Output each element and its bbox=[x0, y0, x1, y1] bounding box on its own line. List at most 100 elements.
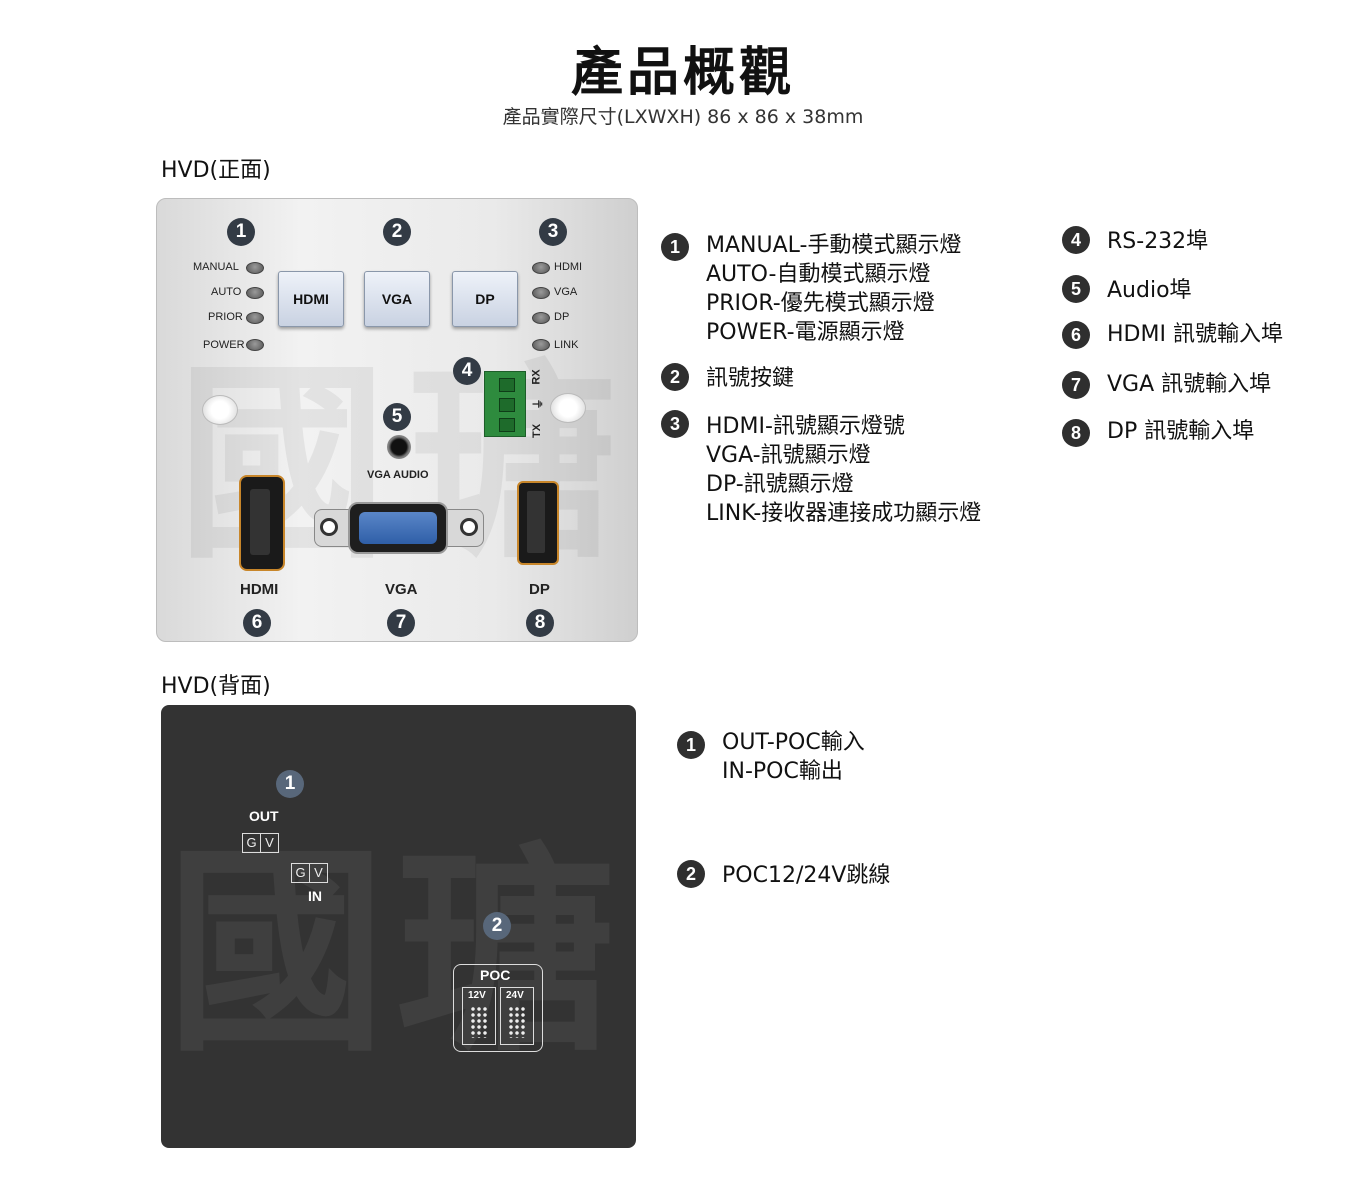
desc-5: Audio埠 bbox=[1107, 276, 1192, 305]
led-label-prior: PRIOR bbox=[208, 311, 243, 323]
desc-num-7: 7 bbox=[1062, 371, 1090, 399]
vga-select-button[interactable]: VGA bbox=[364, 271, 430, 327]
desc-3-line-1: HDMI-訊號顯示燈號 bbox=[706, 414, 905, 439]
poc-12v-label: 12V bbox=[468, 990, 486, 1001]
screw-right-icon bbox=[550, 393, 586, 423]
jumper-pins-12v-icon bbox=[470, 1006, 488, 1038]
back-desc-2: POC12/24V跳線 bbox=[722, 861, 890, 890]
desc-2: 訊號按鍵 bbox=[706, 364, 794, 393]
desc-num-5: 5 bbox=[1062, 275, 1090, 303]
back-desc-1-line-2: IN-POC輸出 bbox=[722, 759, 843, 784]
desc-7: VGA 訊號輸入埠 bbox=[1107, 370, 1271, 399]
in-g-pin: G bbox=[295, 865, 306, 880]
desc-6-line-1: HDMI 訊號輸入埠 bbox=[1107, 322, 1283, 347]
desc-num-4: 4 bbox=[1062, 226, 1090, 254]
hdmi-port-icon[interactable] bbox=[239, 475, 285, 571]
ground-icon: ⏚ bbox=[532, 398, 544, 410]
back-desc-1: OUT-POC輸入 IN-POC輸出 bbox=[722, 728, 865, 786]
desc-1-line-4: POWER-電源顯示燈 bbox=[706, 320, 905, 345]
desc-1-line-3: PRIOR-優先模式顯示燈 bbox=[706, 291, 935, 316]
badge-4: 4 bbox=[453, 357, 481, 385]
led-link bbox=[532, 339, 550, 351]
badge-8: 8 bbox=[526, 609, 554, 637]
desc-3: HDMI-訊號顯示燈號 VGA-訊號顯示燈 DP-訊號顯示燈 LINK-接收器連… bbox=[706, 412, 981, 528]
desc-num-6: 6 bbox=[1062, 321, 1090, 349]
back-desc-1-line-1: OUT-POC輸入 bbox=[722, 730, 865, 755]
rs232-rx-label: RX bbox=[531, 369, 543, 385]
front-section-label: HVD(正面) bbox=[161, 158, 271, 183]
led-dp bbox=[532, 312, 550, 324]
badge-6: 6 bbox=[243, 609, 271, 637]
desc-1-line-1: MANUAL-手動模式顯示燈 bbox=[706, 233, 962, 258]
back-section-label: HVD(背面) bbox=[161, 674, 271, 699]
desc-3-line-4: LINK-接收器連接成功顯示燈 bbox=[706, 501, 982, 526]
watermark-back-char-1: 國 bbox=[166, 822, 387, 1081]
led-power bbox=[246, 339, 264, 351]
desc-1-line-2: AUTO-自動模式顯示燈 bbox=[706, 262, 931, 287]
in-label: IN bbox=[308, 888, 322, 904]
desc-3-line-2: VGA-訊號顯示燈 bbox=[706, 443, 871, 468]
badge-7: 7 bbox=[387, 609, 415, 637]
led-manual bbox=[246, 262, 264, 274]
page-subtitle: 產品實際尺寸(LXWXH) 86 x 86 x 38mm bbox=[502, 106, 864, 128]
back-panel-image: 國 瑭 1 OUT G V G V IN 2 POC 12V 24V bbox=[161, 705, 636, 1148]
watermark-back-char-2: 瑭 bbox=[396, 822, 617, 1081]
audio-jack-icon[interactable] bbox=[387, 435, 411, 459]
led-label-power: POWER bbox=[203, 339, 245, 351]
led-label-manual: MANUAL bbox=[193, 261, 239, 273]
desc-1: MANUAL-手動模式顯示燈 AUTO-自動模式顯示燈 PRIOR-優先模式顯示… bbox=[706, 231, 961, 347]
desc-6: HDMI 訊號輸入埠 bbox=[1107, 320, 1283, 349]
led-label-hdmi: HDMI bbox=[554, 261, 583, 273]
back-desc-num-1: 1 bbox=[677, 731, 705, 759]
page-title: 產品概觀 bbox=[570, 43, 795, 103]
led-prior bbox=[246, 312, 264, 324]
screw-left-icon bbox=[202, 395, 238, 425]
poc-12v-jumper[interactable]: 12V bbox=[462, 987, 496, 1045]
poc-label: POC bbox=[480, 967, 511, 983]
led-hdmi bbox=[532, 262, 550, 274]
dp-port-label: DP bbox=[529, 581, 550, 598]
rs232-pin-labels: RX ⏚ TX bbox=[530, 369, 544, 439]
desc-8-line-1: DP 訊號輸入埠 bbox=[1107, 419, 1255, 444]
led-label-dp: DP bbox=[554, 311, 570, 323]
desc-num-3: 3 bbox=[661, 410, 689, 438]
led-label-vga: VGA bbox=[554, 286, 578, 298]
desc-8: DP 訊號輸入埠 bbox=[1107, 417, 1254, 446]
in-v-pin: V bbox=[309, 864, 327, 882]
poc-jumper-box[interactable]: POC 12V 24V bbox=[453, 964, 543, 1052]
led-label-auto: AUTO bbox=[211, 286, 242, 298]
desc-3-line-3: DP-訊號顯示燈 bbox=[706, 472, 854, 497]
back-desc-2-line-1: POC12/24V跳線 bbox=[722, 863, 891, 888]
desc-num-8: 8 bbox=[1062, 419, 1090, 447]
out-terminal[interactable]: G V bbox=[242, 833, 279, 853]
desc-2-line-1: 訊號按鍵 bbox=[706, 366, 795, 391]
back-desc-num-2: 2 bbox=[677, 860, 705, 888]
rs232-tx-label: TX bbox=[531, 423, 543, 439]
jumper-pins-24v-icon bbox=[508, 1006, 526, 1038]
desc-4-line-1: RS-232埠 bbox=[1107, 229, 1209, 254]
dp-port-icon[interactable] bbox=[517, 481, 559, 565]
front-panel-image: 國 瑭 1 2 3 MANUAL AUTO PRIOR POWER HDMI V… bbox=[156, 198, 638, 642]
back-badge-1: 1 bbox=[276, 770, 304, 798]
in-terminal[interactable]: G V bbox=[291, 863, 328, 883]
out-label: OUT bbox=[249, 808, 279, 824]
poc-24v-jumper[interactable]: 24V bbox=[500, 987, 534, 1045]
desc-4: RS-232埠 bbox=[1107, 227, 1208, 256]
hdmi-port-label: HDMI bbox=[240, 581, 279, 598]
led-vga bbox=[532, 287, 550, 299]
desc-5-line-1: Audio埠 bbox=[1107, 278, 1192, 303]
desc-7-line-1: VGA 訊號輸入埠 bbox=[1107, 372, 1272, 397]
hdmi-select-button[interactable]: HDMI bbox=[278, 271, 344, 327]
badge-3: 3 bbox=[539, 218, 567, 246]
poc-24v-label: 24V bbox=[506, 990, 524, 1001]
desc-num-2: 2 bbox=[661, 363, 689, 391]
back-badge-2: 2 bbox=[483, 912, 511, 940]
dp-select-button[interactable]: DP bbox=[452, 271, 518, 327]
vga-port-icon[interactable] bbox=[314, 502, 484, 554]
badge-1: 1 bbox=[227, 218, 255, 246]
out-g-pin: G bbox=[246, 835, 257, 850]
desc-num-1: 1 bbox=[661, 233, 689, 261]
rs232-terminal-block[interactable] bbox=[484, 371, 526, 437]
vga-port-label: VGA bbox=[385, 581, 418, 598]
led-auto bbox=[246, 287, 264, 299]
